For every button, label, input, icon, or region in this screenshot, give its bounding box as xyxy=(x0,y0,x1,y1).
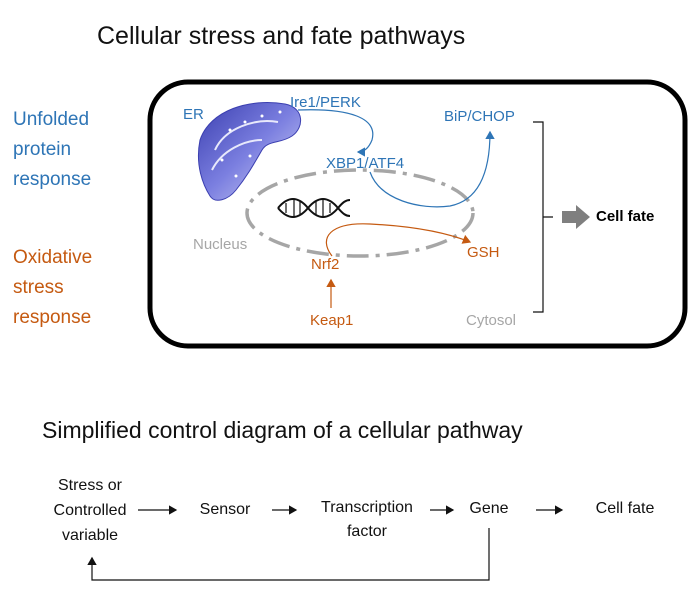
nucleus-label: Nucleus xyxy=(193,236,248,253)
stress-node: Stress or Controlled variable xyxy=(40,473,140,548)
arrow-xbp1-to-bip xyxy=(369,130,495,208)
keap1-label: Keap1 xyxy=(310,312,354,329)
osr-line-2: stress xyxy=(13,277,64,298)
tf-node: Transcription factor xyxy=(300,496,434,544)
xbp1-atf4-label: XBP1/ATF4 xyxy=(326,155,405,172)
cell-fate-arrow xyxy=(562,205,590,229)
page-title: Cellular stress and fate pathways xyxy=(97,22,466,50)
osr-line-3: response xyxy=(13,307,92,328)
arrow-nrf2-to-gsh xyxy=(325,223,472,257)
control-diagram-title: Simplified control diagram of a cellular… xyxy=(42,417,523,443)
er-organelle-image xyxy=(197,102,301,201)
upr-label: Unfolded protein response xyxy=(13,105,91,195)
nucleus-envelope xyxy=(245,168,475,258)
stress-line-3: variable xyxy=(61,527,119,544)
upr-line-3: response xyxy=(13,169,92,190)
tf-line-1: Transcription xyxy=(321,499,413,516)
bracket xyxy=(533,121,553,313)
dna-icon xyxy=(277,198,351,218)
nrf2-label: Nrf2 xyxy=(311,256,340,273)
cell-fate-label: Cell fate xyxy=(596,208,655,225)
cell-membrane xyxy=(147,79,688,349)
osr-label: Oxidative stress response xyxy=(13,243,92,333)
osr-line-1: Oxidative xyxy=(13,247,93,268)
ire1-perk-label: Ire1/PERK xyxy=(290,94,361,111)
stress-line-1: Stress or xyxy=(57,477,122,494)
bip-chop-label: BiP/CHOP xyxy=(444,108,515,125)
upr-line-1: Unfolded xyxy=(13,109,90,130)
feedback-arrow xyxy=(87,528,490,581)
stress-line-2: Controlled xyxy=(53,502,127,519)
cytosol-label: Cytosol xyxy=(466,312,517,329)
arrow-ire1-to-xbp1 xyxy=(297,109,374,157)
gsh-label: GSH xyxy=(467,244,500,261)
cell-fate-node: Cell fate xyxy=(595,500,655,517)
upr-line-2: protein xyxy=(13,139,72,160)
er-label: ER xyxy=(183,106,204,123)
gene-node: Gene xyxy=(469,500,509,517)
tf-line-2: factor xyxy=(346,523,387,540)
sensor-node: Sensor xyxy=(199,501,251,518)
